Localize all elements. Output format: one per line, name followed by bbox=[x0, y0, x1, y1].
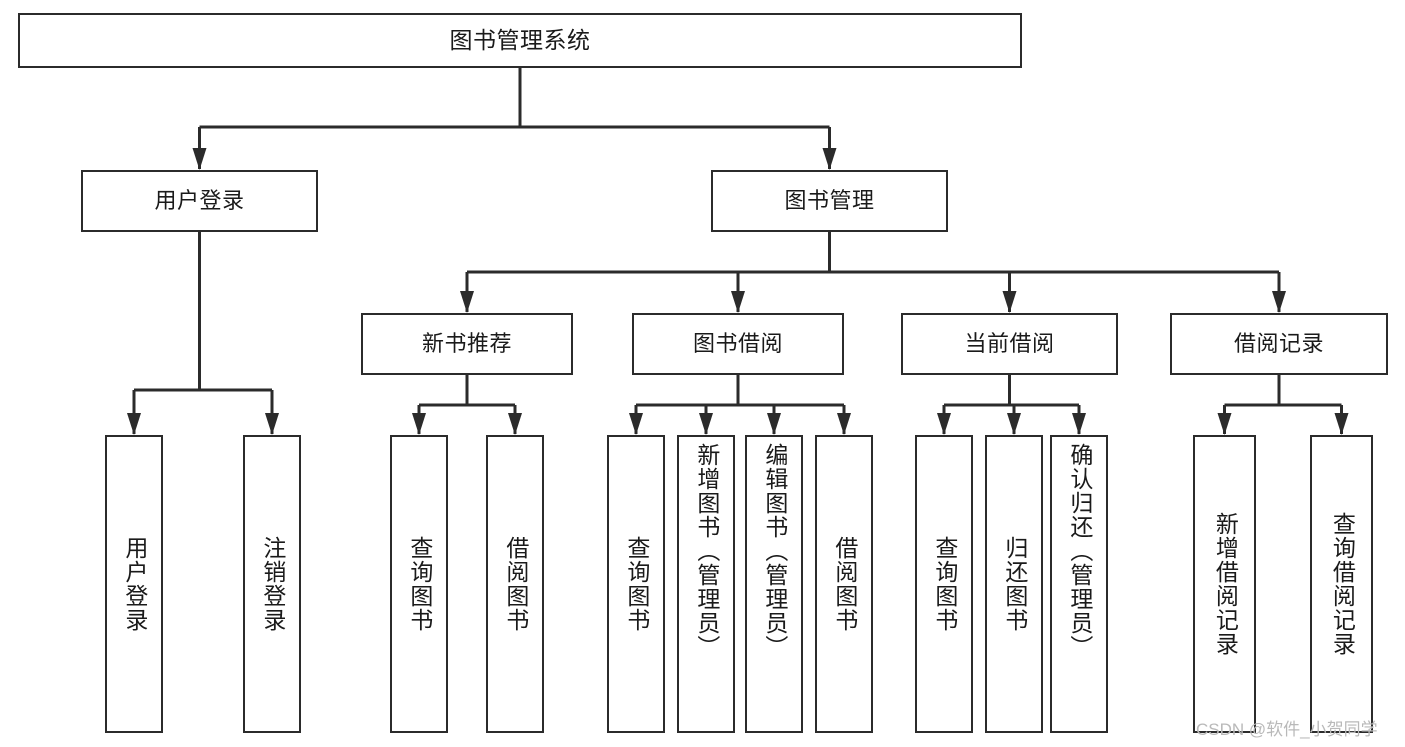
node-label: 查询图书 bbox=[406, 536, 433, 632]
node-new-book-rec[interactable]: 新书推荐 bbox=[361, 313, 573, 375]
node-label: 借阅图书 bbox=[831, 536, 858, 632]
node-book-manage[interactable]: 图书管理 bbox=[711, 170, 948, 232]
node-label: 新增借阅记录 bbox=[1212, 512, 1239, 656]
node-current-borrow[interactable]: 当前借阅 bbox=[901, 313, 1118, 375]
node-leaf-user-login[interactable]: 用户登录 bbox=[105, 435, 163, 733]
node-label: 新增图书（管理员） bbox=[693, 443, 720, 659]
node-label: 编辑图书（管理员） bbox=[761, 443, 788, 659]
node-leaf-query-book-2[interactable]: 查询图书 bbox=[607, 435, 665, 733]
node-borrow-record[interactable]: 借阅记录 bbox=[1170, 313, 1388, 375]
node-user-login[interactable]: 用户登录 bbox=[81, 170, 318, 232]
node-leaf-borrow-book-1[interactable]: 借阅图书 bbox=[486, 435, 544, 733]
node-leaf-confirm-return[interactable]: 确认归还（管理员） bbox=[1050, 435, 1108, 733]
node-label: 查询图书 bbox=[623, 536, 650, 632]
node-label: 新书推荐 bbox=[421, 331, 512, 357]
node-label: 图书借阅 bbox=[692, 331, 783, 357]
node-leaf-add-book[interactable]: 新增图书（管理员） bbox=[677, 435, 735, 733]
node-leaf-query-book-1[interactable]: 查询图书 bbox=[390, 435, 448, 733]
node-label: 确认归还（管理员） bbox=[1066, 443, 1093, 659]
node-label: 用户登录 bbox=[121, 536, 148, 632]
node-label: 借阅图书 bbox=[502, 536, 529, 632]
node-label: 图书管理系统 bbox=[449, 26, 591, 53]
node-label: 当前借阅 bbox=[964, 331, 1055, 357]
node-leaf-return-book[interactable]: 归还图书 bbox=[985, 435, 1043, 733]
node-leaf-logout[interactable]: 注销登录 bbox=[243, 435, 301, 733]
node-leaf-add-record[interactable]: 新增借阅记录 bbox=[1193, 435, 1256, 733]
node-label: 查询借阅记录 bbox=[1329, 512, 1356, 656]
node-leaf-query-book-3[interactable]: 查询图书 bbox=[915, 435, 973, 733]
node-book-borrow[interactable]: 图书借阅 bbox=[632, 313, 844, 375]
node-label: 借阅记录 bbox=[1233, 331, 1324, 357]
node-leaf-borrow-book-2[interactable]: 借阅图书 bbox=[815, 435, 873, 733]
watermark-text: CSDN @软件_小贺同学 bbox=[1196, 720, 1378, 739]
node-label: 查询图书 bbox=[931, 536, 958, 632]
node-label: 图书管理 bbox=[784, 188, 875, 214]
node-leaf-edit-book[interactable]: 编辑图书（管理员） bbox=[745, 435, 803, 733]
node-label: 归还图书 bbox=[1001, 536, 1028, 632]
node-label: 注销登录 bbox=[259, 536, 286, 632]
node-label: 用户登录 bbox=[154, 188, 245, 214]
node-leaf-query-record[interactable]: 查询借阅记录 bbox=[1310, 435, 1373, 733]
node-root[interactable]: 图书管理系统 bbox=[18, 13, 1022, 68]
